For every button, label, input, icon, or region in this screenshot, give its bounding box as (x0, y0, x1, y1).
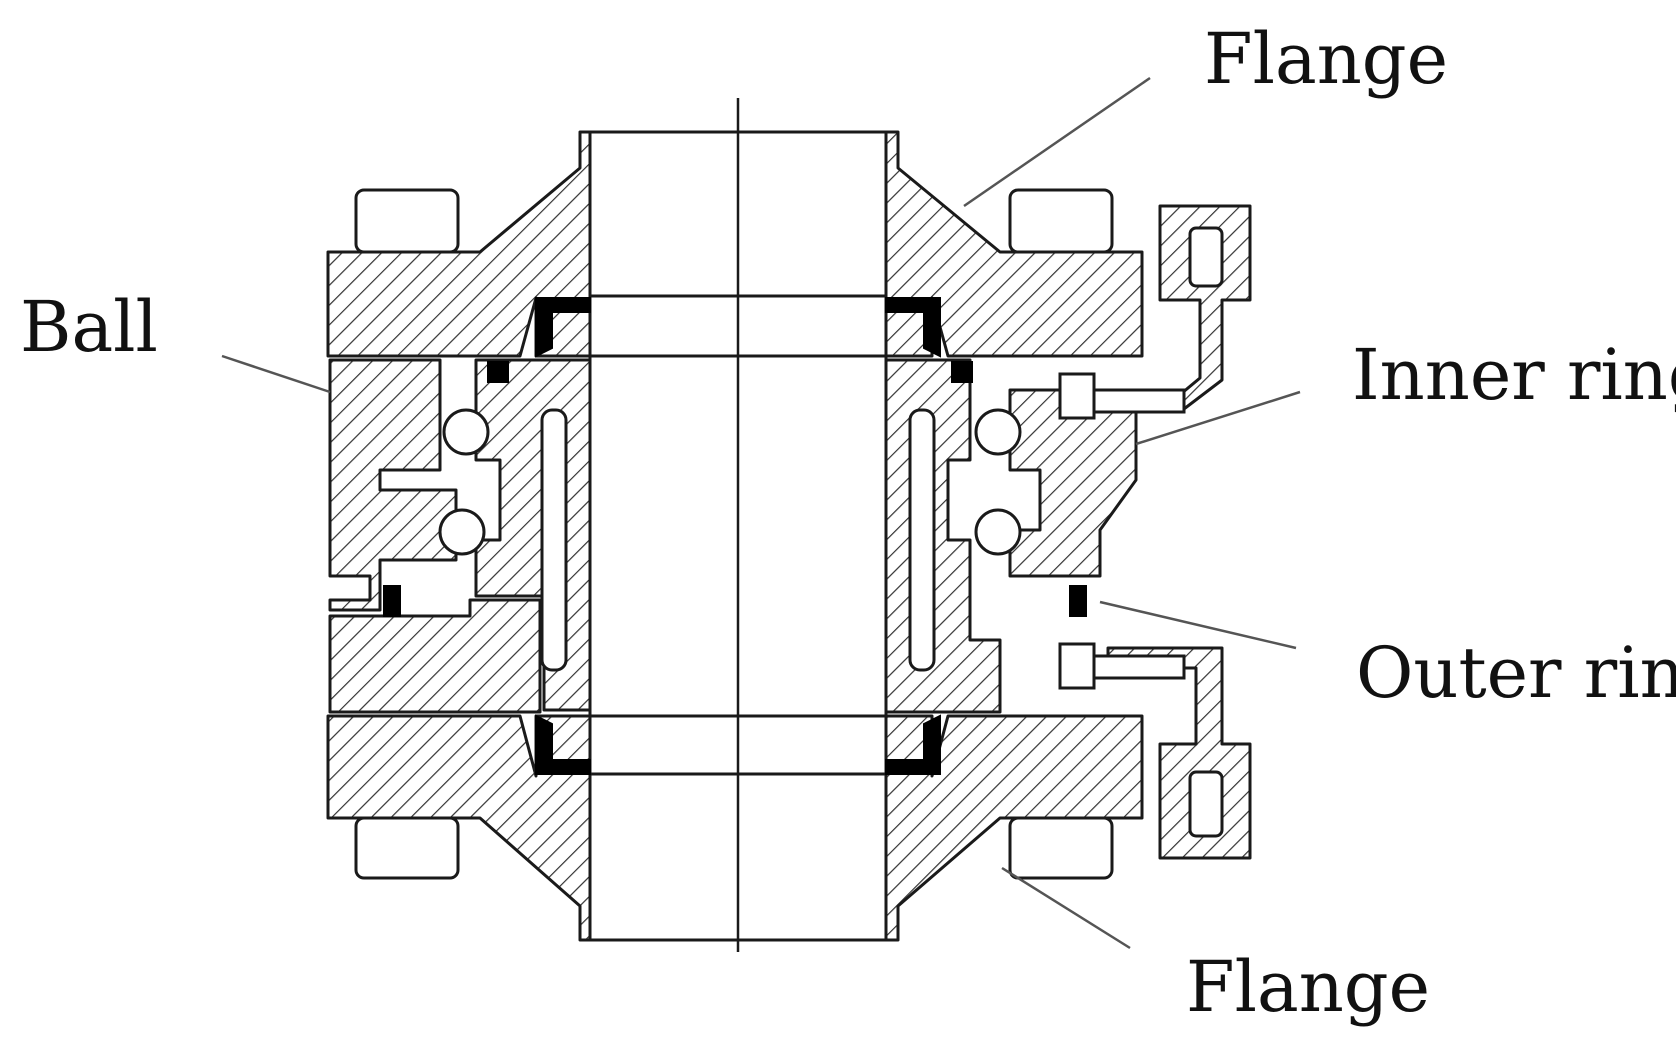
seal-small-top-right (951, 361, 973, 383)
seal-top-right (885, 297, 941, 358)
leader-flange-bottom (1001, 866, 1131, 950)
label-outer-ring: Outer ring (1356, 632, 1676, 714)
seal-mid-right (1069, 585, 1087, 617)
outer-ring-right (1008, 388, 1138, 578)
ball-left-lower (438, 508, 486, 556)
label-inner-ring: Inner ring (1352, 334, 1676, 416)
ball-right-lower (974, 508, 1022, 556)
leader-ball (221, 354, 331, 394)
ball-left-upper (442, 408, 490, 456)
leader-inner-ring (1135, 390, 1301, 446)
seal-bottom-left (535, 714, 591, 775)
seal-mid-left (383, 585, 401, 617)
bolt-top-right (1008, 188, 1114, 254)
seal-small-top-left (487, 361, 509, 383)
label-flange-top: Flange (1204, 18, 1449, 100)
slot-left (540, 408, 568, 672)
ball-right-upper (974, 408, 1022, 456)
lower-block-left (328, 598, 542, 714)
label-flange-bottom: Flange (1186, 946, 1431, 1028)
top-flange-right (884, 130, 1144, 358)
bolt-top-left (354, 188, 460, 254)
inlet-bottom-tube (1092, 654, 1186, 680)
inlet-top-tube (1092, 388, 1186, 414)
port-bottom (1058, 642, 1096, 690)
slot-right (908, 408, 936, 672)
bolt-bottom-right (1008, 816, 1114, 880)
seal-bottom-right (885, 714, 941, 775)
leader-outer-ring (1099, 600, 1297, 650)
outer-ring-left (328, 358, 458, 612)
fitting-top-cavity (1188, 226, 1224, 288)
leader-flange-top (963, 76, 1151, 208)
bolt-bottom-left (354, 816, 460, 880)
label-ball: Ball (20, 286, 158, 368)
port-top (1058, 372, 1096, 420)
fitting-bottom-cavity (1188, 770, 1224, 838)
seal-top-left (535, 297, 591, 358)
